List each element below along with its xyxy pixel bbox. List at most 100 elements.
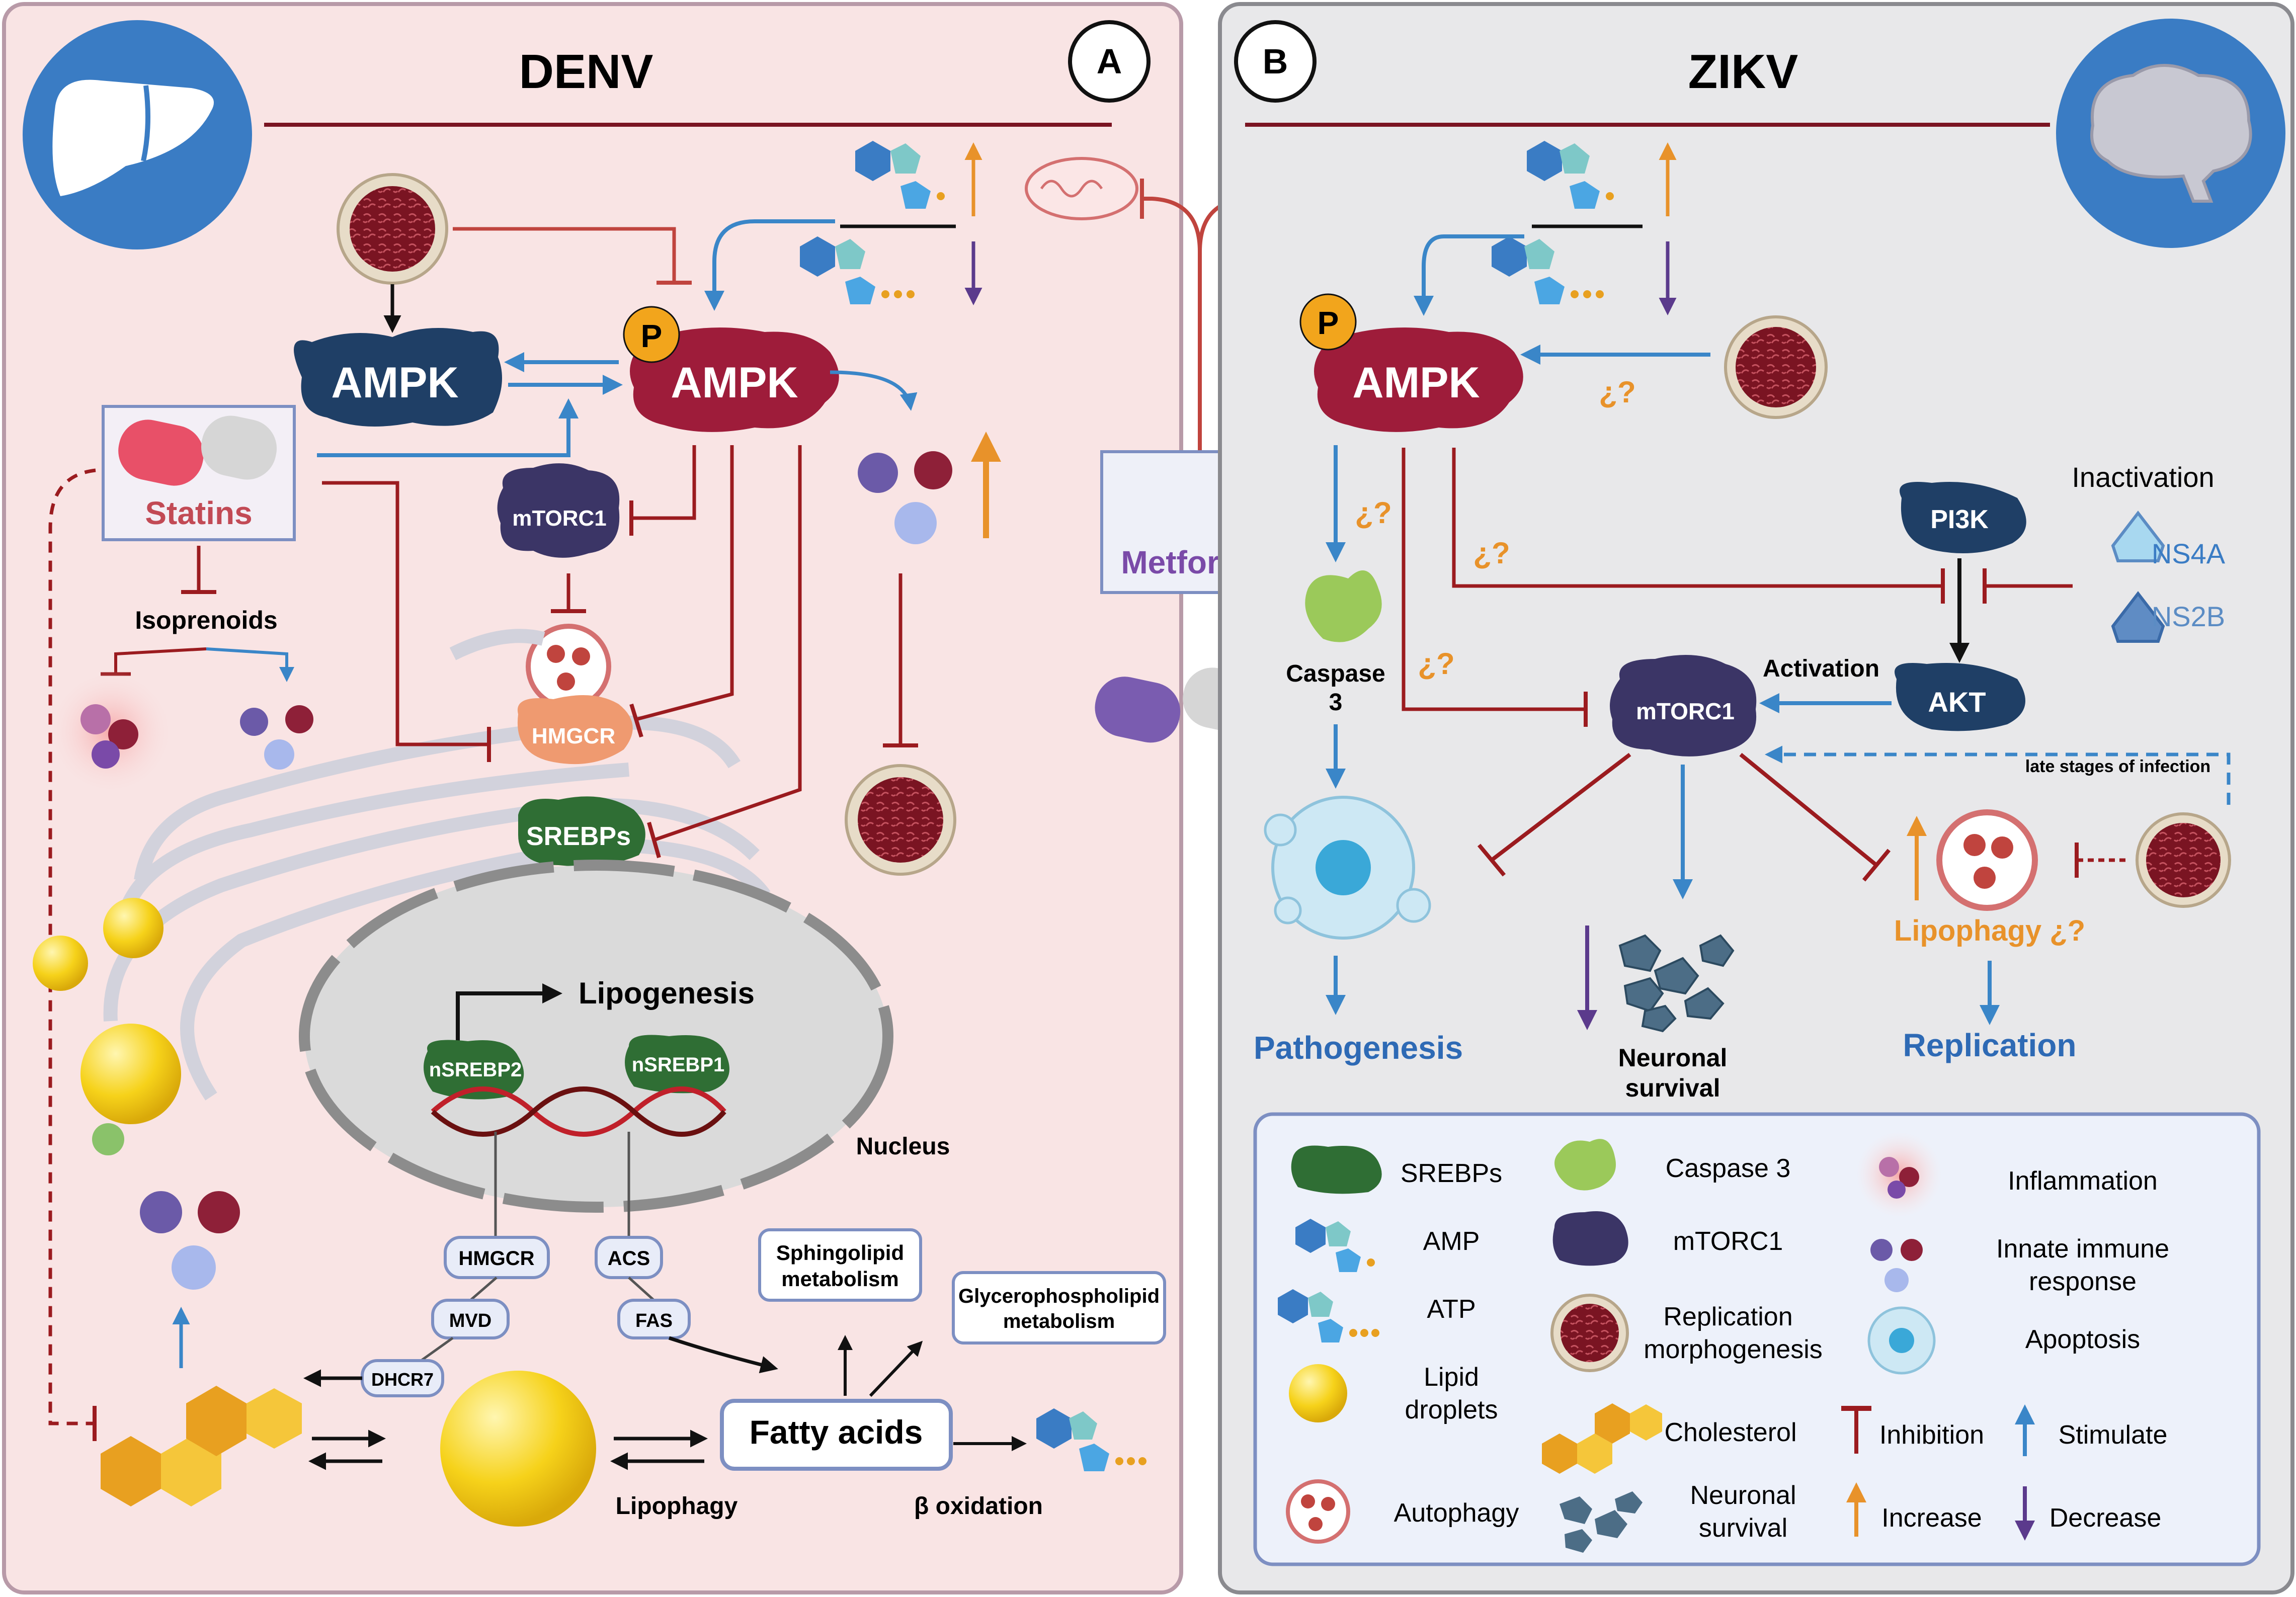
inhibit-ampk-mtorc1 [631,445,696,520]
legend-atp-icon [1278,1289,1379,1342]
atp-icon-a [1036,1408,1146,1471]
mtorc1-b: mTORC1 [1610,655,1757,757]
ampk-phosphorylated: AMPK P [623,306,839,432]
pi3k-label: PI3K [1930,505,1989,534]
legend-replication-line2: morphogenesis [1644,1335,1823,1364]
lipid-droplet-large [440,1371,596,1527]
virus-replication-icon [337,173,448,285]
legend-lipid-line2: droplets [1405,1395,1498,1424]
legend-apoptosis: Apoptosis [2025,1325,2140,1354]
legend-innate-icon [1870,1239,1923,1292]
replication-label: Replication [1903,1027,2077,1063]
legend-autophagy: Autophagy [1394,1498,1519,1528]
inhibit-statins-hmgcr [322,481,488,746]
legend-neuronal-icon [1560,1491,1643,1553]
late-stages-label: late stages of infection [2025,757,2210,776]
glycero-line1: Glycerophospholipid [958,1285,1160,1307]
pathogenesis-label: Pathogenesis [1254,1030,1463,1066]
innate-immune-icon-a2 [858,451,952,544]
fatty-acids-label: Fatty acids [750,1413,923,1451]
ampk-phosphorylated-b: AMPK P [1299,293,1523,432]
statins-box: Statins [102,405,296,541]
glycero-line2: metabolism [1003,1310,1115,1332]
beta-oxidation-label: β oxidation [914,1493,1043,1520]
q-ampk-mtorc1: ¿? [1418,647,1454,681]
q-virus-ampk: ¿? [1599,375,1635,409]
phospho-label: P [641,318,663,354]
dashed-inhibit-cholesterol [48,468,96,1425]
activation-label: Activation [1763,655,1879,682]
amp-atp-ratio-b [1492,141,1643,304]
legend-innate-line1: Innate immune [1996,1234,2169,1264]
virus-replication-icon-b1 [1724,315,1828,419]
nsrebp1-label: nSREBP1 [632,1054,725,1076]
legend-inhibition-icon [1841,1406,1871,1454]
q-ampk-caspase: ¿? [1355,496,1391,530]
legend-box [1253,1112,2261,1566]
caspase-3-icon [1305,570,1382,642]
statins-label: Statins [145,495,252,531]
isoprenoids-label: Isoprenoids [135,606,277,634]
brain-icon [2056,19,2285,248]
virus-replication-icon-2 [845,764,956,876]
srebps-label: SREBPs [526,822,631,851]
ampk-p-label: AMPK [671,359,798,407]
legend-inflammation: Inflammation [2008,1166,2158,1196]
ns4a-label: NS4A [2152,538,2226,569]
inhibit-virus-ampk [453,227,676,282]
legend: SREBPs AMP ATP Lipid droplets Autophagy … [1253,1112,2261,1566]
panel-a-badge [1068,20,1151,103]
akt: AKT [1895,663,2025,731]
panel-b: B ZIKV AMPK P ¿? [1218,2,2294,1594]
autophagy-icon-b [1936,809,2038,911]
inhibit-ampk-hmgcr [636,445,734,721]
legend-replication-icon [1550,1294,1629,1372]
lipophagy-q-label: Lipophagy ¿? [1894,914,2085,947]
legend-srebps-icon [1291,1145,1382,1194]
legend-inflammation-icon [1856,1132,1942,1217]
enzyme-acs: ACS [608,1247,650,1270]
mtorc1-a-label: mTORC1 [512,506,606,531]
nsrebp2-label: nSREBP2 [429,1059,522,1081]
virus-replication-icon-b2 [2136,812,2231,908]
akt-label: AKT [1928,686,1986,718]
legend-decrease: Decrease [2049,1503,2162,1533]
legend-innate-line2: response [2029,1267,2137,1296]
legend-neuronal-line2: survival [1699,1514,1787,1543]
srebps: SREBPs [518,796,645,867]
neuronal-line1: Neuronal [1618,1044,1728,1072]
legend-cholesterol: Cholesterol [1664,1418,1796,1447]
neuronal-line2: survival [1625,1074,1720,1102]
legend-amp: AMP [1423,1227,1480,1256]
nsrebp1: nSREBP1 [625,1035,729,1094]
legend-lipid-icon [1289,1364,1347,1422]
mtorc1-a: mTORC1 [497,463,620,558]
sphingolipid-line1: Sphingolipid [776,1241,904,1265]
pi3k: PI3K [1900,482,2026,553]
legend-stimulate: Stimulate [2059,1420,2168,1450]
q-ampk-pi3k: ¿? [1473,536,1510,570]
innate-immune-icon-a1 [240,705,313,770]
innate-immune-icon-a3 [140,1191,240,1290]
nucleus-label: Nucleus [856,1133,950,1160]
liver-icon [23,20,252,249]
enzyme-fas: FAS [635,1310,673,1331]
apoptosis-icon [1264,796,1431,940]
autophagy-icon-a [526,624,611,709]
mitochondrion-icon-a [1025,157,1138,220]
legend-caspase3: Caspase 3 [1666,1154,1791,1183]
inactivation-label: Inactivation [2072,461,2214,493]
legend-srebps: SREBPs [1401,1159,1502,1188]
lipid-droplets-a [33,898,181,1155]
legend-replication-line1: Replication [1663,1302,1792,1331]
ampk-p-b-label: AMPK [1352,359,1480,407]
panel-a-title: DENV [519,45,653,99]
caspase-line2: 3 [1329,689,1343,716]
lipophagy-label: Lipophagy [616,1493,738,1520]
panel-a-letter: A [1097,42,1122,81]
phospho-b-label: P [1318,305,1339,341]
legend-lipid-line1: Lipid [1424,1363,1479,1392]
nucleus [299,860,893,1213]
neuronal-survival-icon [1618,934,1735,1033]
